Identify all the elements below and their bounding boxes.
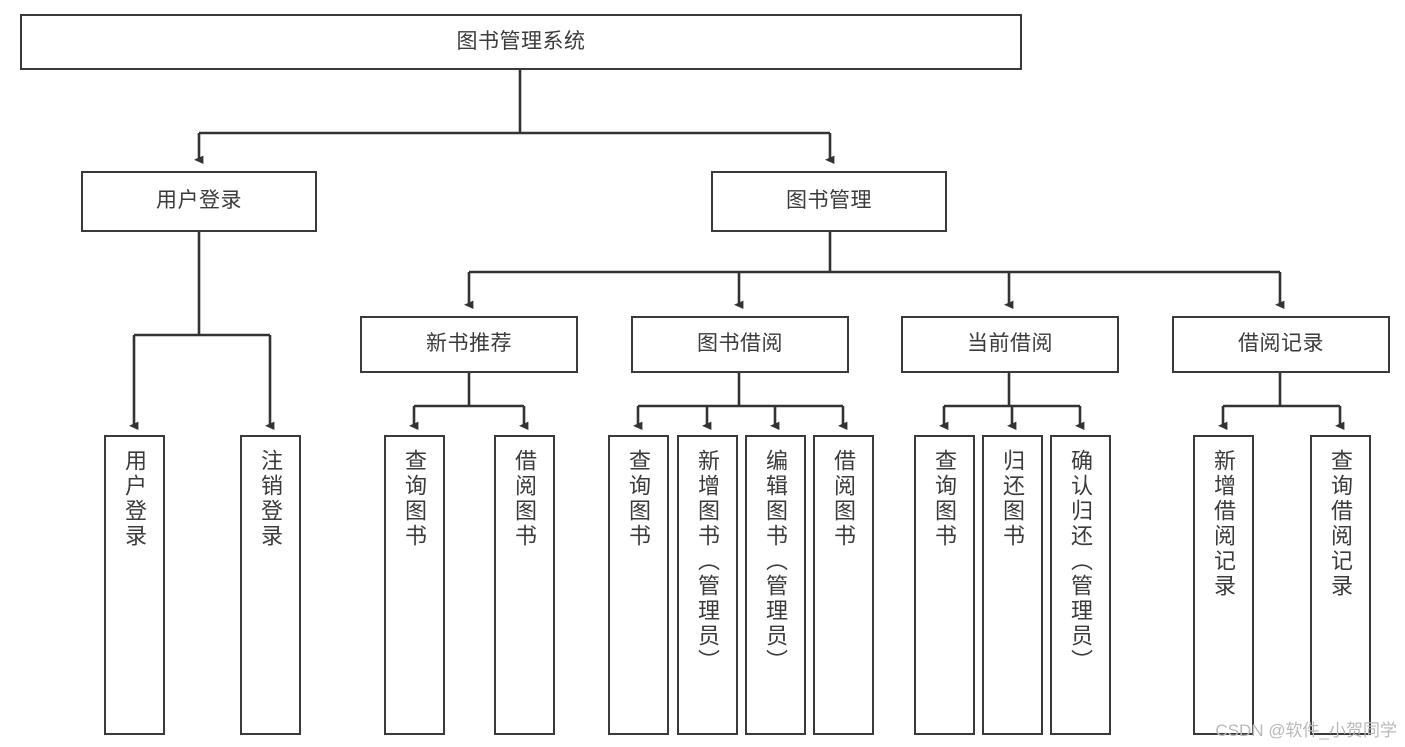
- node-book-borrow[interactable]: 图书借阅: [631, 316, 849, 373]
- node-book-management[interactable]: 图书管理: [711, 171, 947, 232]
- node-root-system[interactable]: 图书管理系统: [20, 14, 1022, 70]
- leaf-book-borrow-edit-label: 编辑图书（管理员）: [763, 449, 789, 674]
- leaf-new-book-query[interactable]: 查询图书: [384, 435, 445, 735]
- csdn-watermark: CSDN @软件_小贺同学: [1215, 721, 1397, 740]
- node-book-borrow-label: 图书借阅: [697, 332, 783, 356]
- leaf-borrow-records-query-label: 查询借阅记录: [1328, 449, 1354, 599]
- leaf-current-borrow-confirm-return-label: 确认归还（管理员）: [1068, 449, 1094, 674]
- leaf-current-borrow-query-label: 查询图书: [932, 449, 958, 549]
- leaf-current-borrow-return-label: 归还图书: [1000, 449, 1026, 549]
- leaf-new-book-borrow-label: 借阅图书: [512, 449, 538, 549]
- leaf-current-borrow-query[interactable]: 查询图书: [914, 435, 975, 735]
- leaf-user-login-logout[interactable]: 注销登录: [240, 435, 301, 735]
- leaf-book-borrow-borrow-label: 借阅图书: [831, 449, 857, 549]
- node-user-login[interactable]: 用户登录: [81, 171, 317, 232]
- leaf-book-borrow-add[interactable]: 新增图书（管理员）: [677, 435, 738, 735]
- node-new-book-recommend[interactable]: 新书推荐: [360, 316, 578, 373]
- node-borrow-records[interactable]: 借阅记录: [1172, 316, 1390, 373]
- leaf-current-borrow-return[interactable]: 归还图书: [982, 435, 1043, 735]
- leaf-user-login-logout-label: 注销登录: [258, 449, 284, 549]
- node-current-borrow[interactable]: 当前借阅: [901, 316, 1119, 373]
- leaf-book-borrow-query-label: 查询图书: [626, 449, 652, 549]
- leaf-user-login-login[interactable]: 用户登录: [104, 435, 165, 735]
- node-root-system-label: 图书管理系统: [456, 29, 586, 53]
- leaf-current-borrow-confirm-return[interactable]: 确认归还（管理员）: [1050, 435, 1111, 735]
- leaf-new-book-borrow[interactable]: 借阅图书: [494, 435, 555, 735]
- node-book-management-label: 图书管理: [786, 189, 872, 213]
- node-borrow-records-label: 借阅记录: [1238, 332, 1324, 356]
- leaf-book-borrow-add-label: 新增图书（管理员）: [695, 449, 721, 674]
- leaf-borrow-records-add-label: 新增借阅记录: [1211, 449, 1237, 599]
- leaf-new-book-query-label: 查询图书: [402, 449, 428, 549]
- node-current-borrow-label: 当前借阅: [967, 332, 1053, 356]
- node-new-book-recommend-label: 新书推荐: [426, 332, 512, 356]
- leaf-book-borrow-query[interactable]: 查询图书: [608, 435, 669, 735]
- leaf-book-borrow-borrow[interactable]: 借阅图书: [813, 435, 874, 735]
- leaf-book-borrow-edit[interactable]: 编辑图书（管理员）: [745, 435, 806, 735]
- leaf-user-login-login-label: 用户登录: [122, 449, 148, 549]
- node-user-login-label: 用户登录: [156, 189, 242, 213]
- leaf-borrow-records-query[interactable]: 查询借阅记录: [1310, 435, 1371, 735]
- leaf-borrow-records-add[interactable]: 新增借阅记录: [1193, 435, 1254, 735]
